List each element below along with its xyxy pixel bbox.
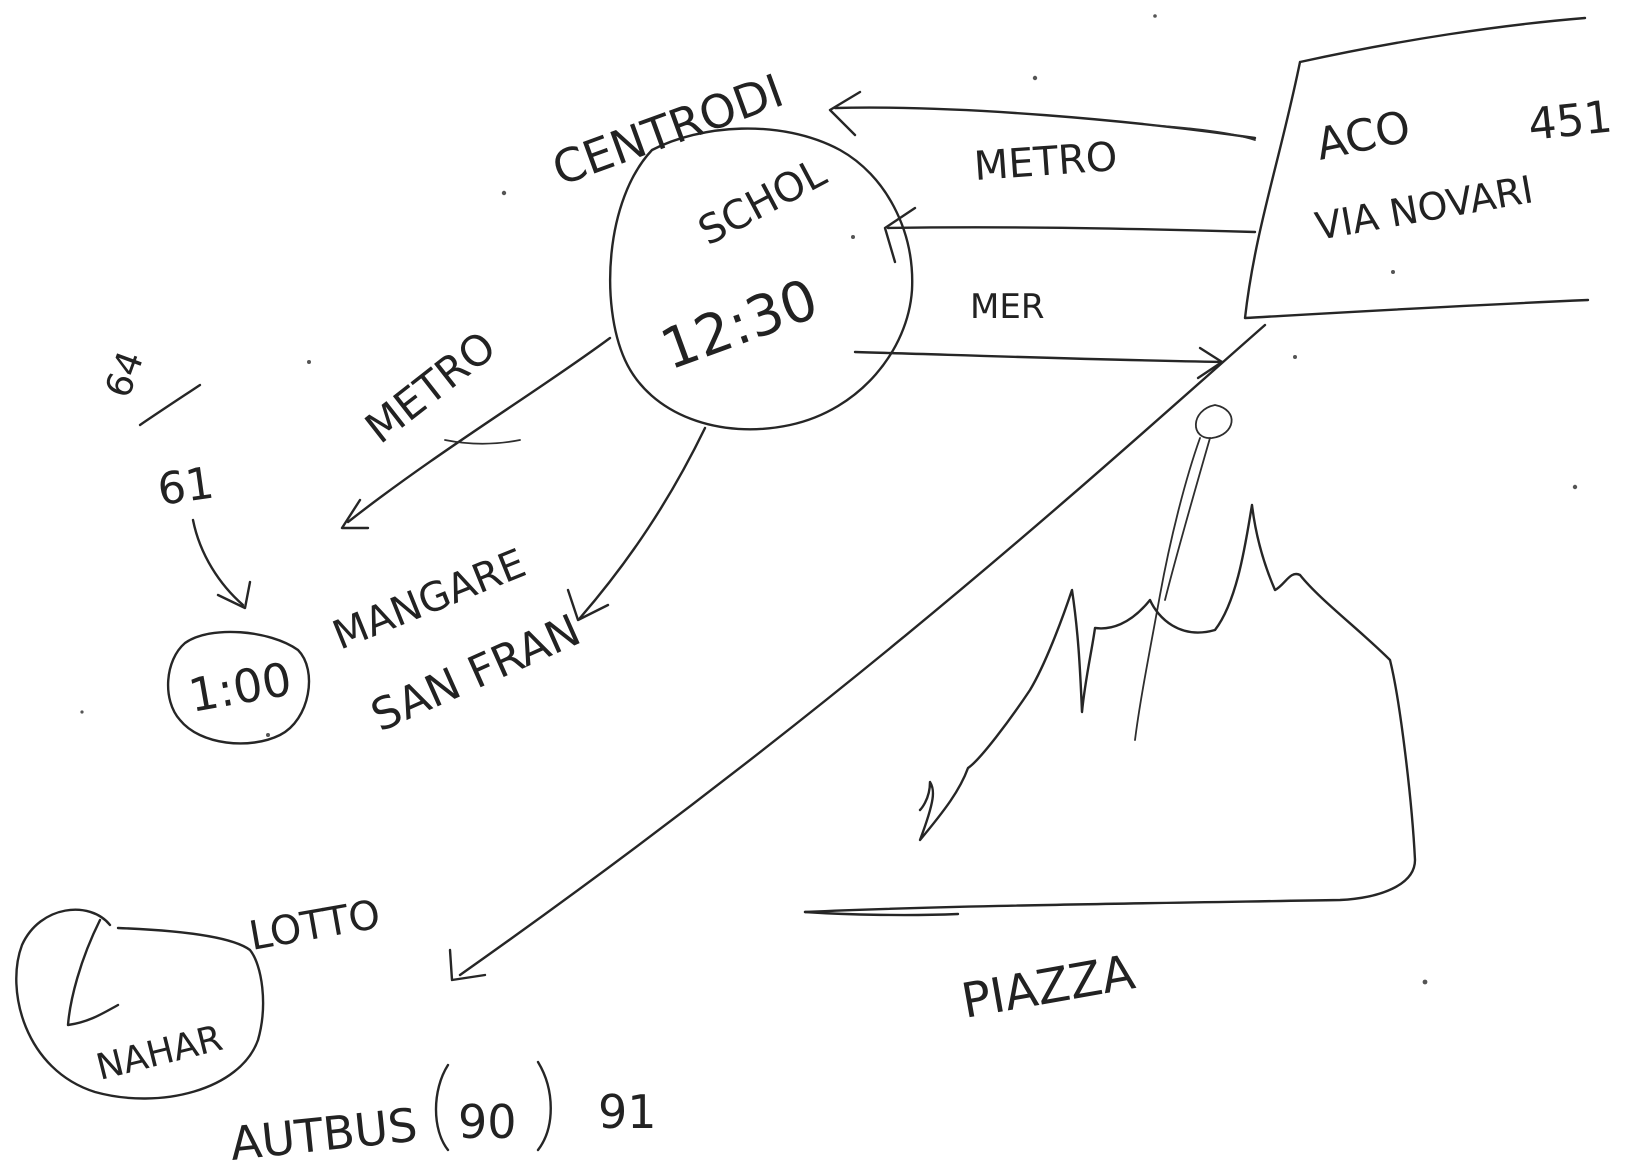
bus-paren-left [434, 1063, 450, 1152]
arrow-school-to-mangare [346, 336, 612, 524]
metro-left-underline [444, 439, 521, 445]
arrow-head-middle [883, 206, 917, 264]
arrow-box-to-school-top [833, 106, 1257, 140]
box-line1-right: 451 [1526, 91, 1615, 150]
school-label: SCHOL [691, 149, 834, 254]
small-loop [1195, 404, 1233, 439]
school-circle [608, 127, 914, 431]
metro-left-label: METRO [356, 322, 505, 453]
arrow-head-61 [216, 580, 252, 610]
arrow-head-long [448, 948, 487, 982]
box-line2: VIA NOVARI [1312, 167, 1536, 249]
mer-label: MER [970, 287, 1044, 327]
bus-other-label: 91 [598, 1085, 657, 1139]
autobus-label: AUTBUS [228, 1098, 420, 1171]
clock-time-label: 1:00 [185, 652, 296, 723]
arrow-head-top [828, 90, 862, 137]
lotto-blob [15, 908, 265, 1100]
arrow-box-to-school-middle [886, 226, 1257, 234]
piazza-base-left [803, 910, 960, 917]
arrow-61-to-clock [191, 518, 245, 607]
bus-paren-right [536, 1060, 552, 1152]
school-time-label: 12:30 [653, 267, 827, 383]
paper-specks [80, 14, 1578, 985]
arrow-box-to-autobus [458, 323, 1267, 977]
arrow-doubled-stroke [1149, 124, 1256, 141]
lotto-check [66, 918, 120, 1027]
arrow-head-sanfran [566, 588, 610, 622]
nahar-label: NAHAR [92, 1018, 226, 1089]
number-top-label: 64 [98, 346, 152, 403]
box-line1-left: ACO [1312, 101, 1415, 171]
metro-top-label: METRO [972, 134, 1118, 190]
piazza-label: PIAZZA [957, 944, 1139, 1029]
arrow-school-to-sanfran [578, 426, 707, 620]
loop-tail [1134, 437, 1211, 741]
fraction-line [138, 383, 202, 427]
arrow-school-to-piazza [853, 350, 1224, 364]
lotto-label: LOTTO [246, 892, 384, 960]
arrow-head-left [340, 498, 370, 530]
address-box [1243, 16, 1590, 320]
bus-circled-label: 90 [458, 1095, 517, 1149]
number-bottom-label: 61 [154, 458, 217, 516]
clock-oval [167, 630, 311, 745]
piazza-outline [803, 503, 1417, 914]
